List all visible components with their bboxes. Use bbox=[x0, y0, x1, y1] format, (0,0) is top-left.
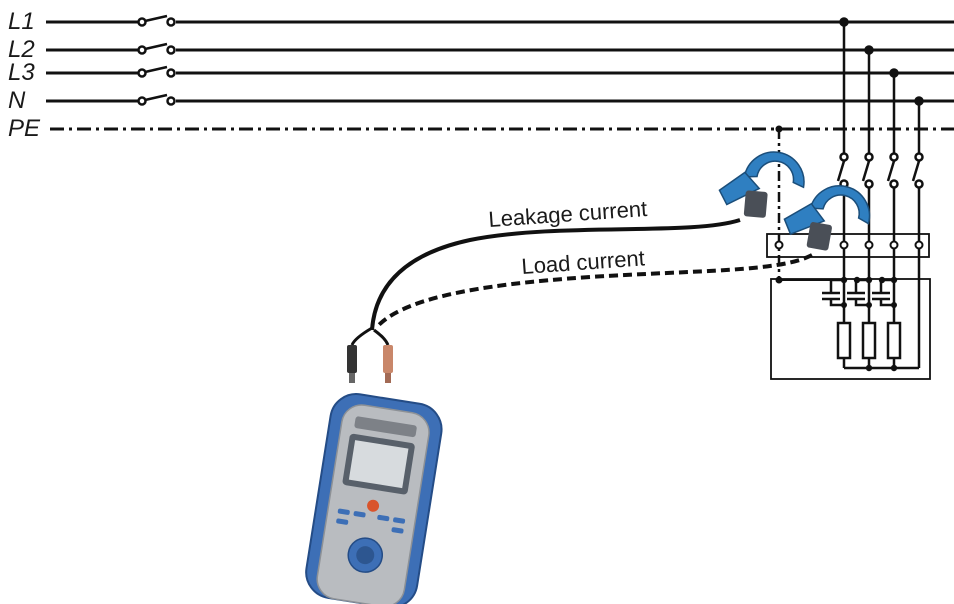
switch-l1 bbox=[137, 14, 176, 27]
label-pe: PE bbox=[8, 115, 41, 142]
leakage-lead bbox=[370, 218, 741, 331]
label-l2: L2 bbox=[8, 36, 35, 63]
leakage-current-label: Leakage current bbox=[488, 196, 648, 232]
switch-l3 bbox=[137, 65, 176, 78]
test-instrument bbox=[305, 393, 443, 604]
capacitor-group bbox=[822, 278, 894, 307]
supply-lines bbox=[46, 20, 954, 131]
pe-drop bbox=[774, 125, 784, 284]
lead-split bbox=[350, 326, 390, 346]
load-lead bbox=[374, 253, 813, 330]
probe-red bbox=[383, 345, 393, 383]
instrument-keys bbox=[336, 508, 406, 534]
instrument-test-key bbox=[367, 499, 380, 512]
clamp-leakage bbox=[718, 151, 805, 218]
load-enclosure bbox=[770, 276, 931, 380]
clamp-load bbox=[783, 185, 871, 251]
switch-load-3 bbox=[886, 152, 899, 189]
switch-n bbox=[137, 93, 176, 106]
terminal-strip bbox=[766, 233, 930, 258]
switch-load-4 bbox=[911, 152, 924, 189]
label-l3: L3 bbox=[8, 59, 35, 86]
switch-l2 bbox=[137, 42, 176, 55]
resistor-group bbox=[836, 321, 902, 360]
probe-black bbox=[347, 345, 357, 383]
load-switch-group bbox=[836, 152, 924, 189]
switch-load-2 bbox=[861, 152, 874, 189]
switch-load-1 bbox=[836, 152, 849, 189]
main-switch-group bbox=[137, 14, 176, 106]
label-n: N bbox=[8, 87, 26, 114]
label-l1: L1 bbox=[8, 8, 35, 35]
